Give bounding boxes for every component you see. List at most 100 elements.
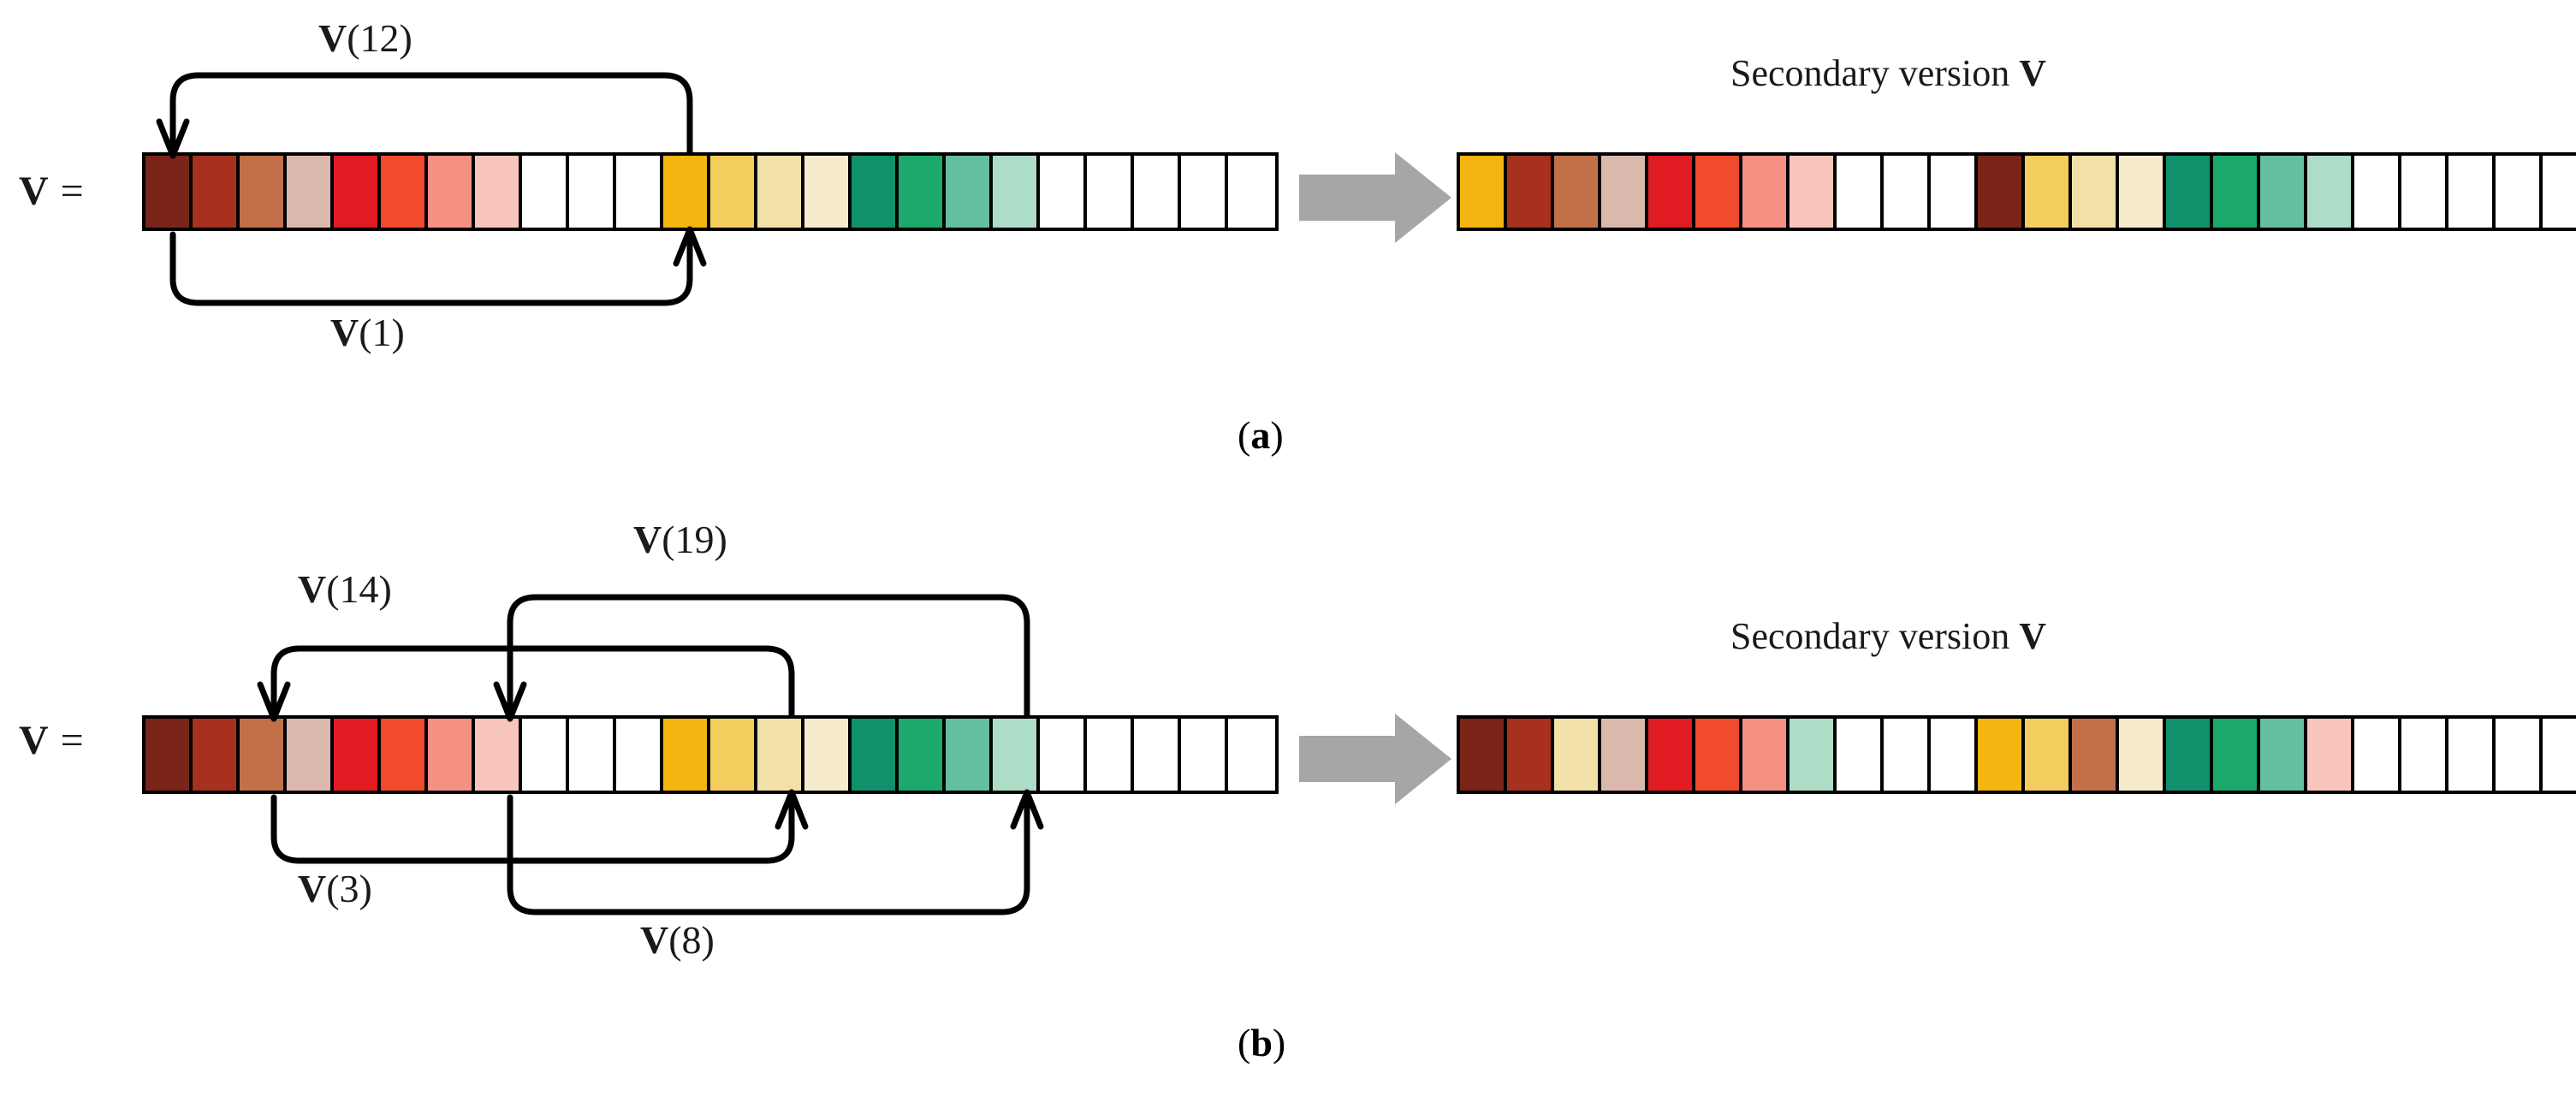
panel-b-output-cell-10 [1884, 719, 1931, 791]
panel-a-input-cell-23 [1181, 156, 1228, 228]
panel-b-output-cell-18 [2260, 719, 2307, 791]
panel-b-caption-letter: b [1250, 1021, 1273, 1064]
panel-b-caption-open: ( [1238, 1021, 1251, 1064]
panel-b-input-cells [142, 715, 1279, 794]
panel-a-input-cell-16 [852, 156, 899, 228]
panel-b-output-vector [1457, 715, 2576, 794]
panel-a-swap-label-0-index: (12) [347, 16, 413, 60]
panel-b-input-cell-12 [663, 719, 710, 791]
panel-a-output-cell-21 [2401, 156, 2448, 228]
panel-a-input-cell-2 [193, 156, 240, 228]
panel-b-input-cell-19 [993, 719, 1040, 791]
panel-b-input-label-symbol: V [19, 718, 50, 763]
panel-a-input-label: V = [19, 168, 85, 215]
panel-a-input-cell-3 [240, 156, 287, 228]
panel-a-output-caption: Secondary version V [1730, 51, 2046, 95]
panel-b-output-cell-1 [1460, 719, 1507, 791]
panel-b-input-cell-7 [428, 719, 475, 791]
panel-a-input-cell-15 [804, 156, 852, 228]
panel-a-input-cell-6 [381, 156, 428, 228]
panel-b: V = Secondary version V V(14) V(19) V(3)… [0, 513, 2576, 1102]
panel-a-input-label-equals: = [49, 169, 85, 214]
panel-a-input-cell-11 [616, 156, 663, 228]
panel-b-input-cell-17 [899, 719, 946, 791]
panel-a-caption: (a) [1238, 412, 1284, 458]
panel-b-input-cell-14 [757, 719, 804, 791]
panel-a-output-cell-12 [1978, 156, 2025, 228]
panel-a-swap-label-1-symbol: V [330, 311, 359, 354]
panel-b-output-cell-9 [1837, 719, 1884, 791]
panel-a-input-cell-4 [287, 156, 334, 228]
panel-b-input-cell-24 [1228, 719, 1275, 791]
panel-b-swap-label-3-index: (8) [668, 918, 715, 962]
panel-b-input-cell-10 [569, 719, 616, 791]
panel-a-output-cell-23 [2496, 156, 2543, 228]
panel-b-output-cell-6 [1695, 719, 1742, 791]
right-arrow-icon [1299, 152, 1451, 243]
panel-b-swap-label-3: V(8) [640, 917, 715, 963]
panel-a: V = Secondary version V V(12) V(1) (a) [0, 0, 2576, 513]
panel-a-input-cell-13 [710, 156, 757, 228]
panel-b-input-cell-20 [1040, 719, 1087, 791]
panel-a-output-cell-9 [1837, 156, 1884, 228]
panel-a-output-cell-1 [1460, 156, 1507, 228]
panel-a-output-cell-24 [2543, 156, 2576, 228]
panel-a-output-cell-20 [2354, 156, 2401, 228]
panel-a-input-cell-1 [145, 156, 193, 228]
panel-b-output-cell-17 [2213, 719, 2260, 791]
panel-b-swap-label-2: V(3) [298, 866, 372, 911]
panel-a-output-cell-19 [2307, 156, 2354, 228]
panel-a-input-cell-8 [475, 156, 522, 228]
panel-a-input-cell-14 [757, 156, 804, 228]
panel-b-input-cell-22 [1134, 719, 1181, 791]
panel-a-output-cell-22 [2448, 156, 2496, 228]
panel-a-input-cell-17 [899, 156, 946, 228]
panel-a-output-cell-10 [1884, 156, 1931, 228]
panel-b-input-cell-8 [475, 719, 522, 791]
panel-b-swap-label-0-index: (14) [326, 567, 392, 611]
panel-b-input-cell-23 [1181, 719, 1228, 791]
panel-a-input-cell-7 [428, 156, 475, 228]
panel-a-input-cell-9 [522, 156, 569, 228]
panel-a-input-label-symbol: V [19, 169, 50, 214]
panel-a-swap-arrows [156, 72, 707, 306]
panel-b-input-cell-13 [710, 719, 757, 791]
panel-a-input-cell-22 [1134, 156, 1181, 228]
panel-a-output-vector [1457, 152, 2576, 231]
panel-b-output-cell-23 [2496, 719, 2543, 791]
panel-a-input-cell-21 [1087, 156, 1134, 228]
panel-b-output-cell-22 [2448, 719, 2496, 791]
panel-b-input-vector [142, 715, 1279, 794]
panel-b-swap-label-1: V(19) [633, 517, 727, 562]
panel-b-swap-label-1-index: (19) [662, 518, 727, 561]
panel-b-output-cell-11 [1931, 719, 1978, 791]
panel-b-output-caption-prefix: Secondary version [1730, 615, 2020, 657]
panel-a-input-cell-18 [946, 156, 993, 228]
panel-b-input-cell-6 [381, 719, 428, 791]
panel-b-input-cell-2 [193, 719, 240, 791]
panel-a-input-vector [142, 152, 1279, 231]
panel-a-output-cell-6 [1695, 156, 1742, 228]
panel-a-output-cell-3 [1554, 156, 1601, 228]
panel-b-swap-label-0-symbol: V [298, 567, 327, 611]
panel-a-caption-letter: a [1250, 413, 1271, 457]
panel-b-input-label-equals: = [49, 718, 85, 763]
panel-b-input-cell-3 [240, 719, 287, 791]
panel-b-output-cell-16 [2166, 719, 2213, 791]
panel-b-output-cell-12 [1978, 719, 2025, 791]
panel-b-input-cell-16 [852, 719, 899, 791]
panel-b-input-cell-21 [1087, 719, 1134, 791]
panel-b-output-caption: Secondary version V [1730, 614, 2046, 658]
panel-b-caption-close: ) [1272, 1021, 1286, 1064]
panel-a-output-cell-18 [2260, 156, 2307, 228]
panel-a-swap-label-0-symbol: V [318, 16, 347, 60]
panel-b-swap-label-2-index: (3) [326, 867, 372, 910]
panel-a-input-cell-20 [1040, 156, 1087, 228]
panel-b-input-cell-15 [804, 719, 852, 791]
panel-b-output-cell-4 [1601, 719, 1648, 791]
panel-b-input-cell-11 [616, 719, 663, 791]
panel-b-output-cell-24 [2543, 719, 2576, 791]
panel-b-swap-label-3-symbol: V [640, 918, 669, 962]
panel-b-input-cell-4 [287, 719, 334, 791]
panel-a-output-cells [1457, 152, 2576, 231]
